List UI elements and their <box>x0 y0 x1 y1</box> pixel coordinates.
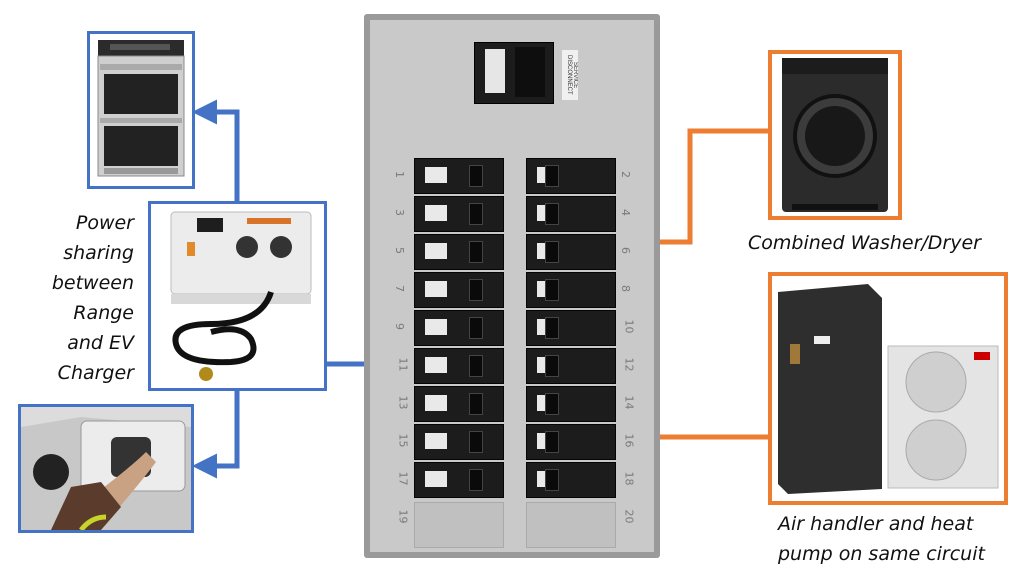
main-disconnect <box>474 42 554 104</box>
circuit-number: 6 <box>619 247 632 254</box>
circuit-breaker <box>526 234 616 270</box>
circuit-breaker <box>526 386 616 422</box>
circuit-number: 19 <box>396 509 410 524</box>
circuit-number: 1 <box>393 171 406 178</box>
ev-charger-icon <box>21 407 191 530</box>
circuit-number: 7 <box>393 285 406 292</box>
washer-dryer-box <box>768 50 902 220</box>
circuit-number: 18 <box>622 471 636 486</box>
blank-slot <box>414 502 504 548</box>
washer-dryer-caption: Combined Washer/Dryer <box>748 232 981 254</box>
caption-line: pump on same circuit <box>778 543 985 565</box>
circuit-breaker <box>414 462 504 498</box>
circuit-number: 5 <box>393 247 406 254</box>
washer-dryer-icon <box>782 58 888 212</box>
circuit-breaker <box>414 158 504 194</box>
circuit-number: 14 <box>622 395 636 410</box>
circuit-number: 15 <box>396 433 410 448</box>
circuit-breaker <box>526 196 616 232</box>
circuit-number: 9 <box>393 323 406 330</box>
circuit-number: 16 <box>622 433 636 448</box>
circuit-breaker <box>526 158 616 194</box>
circuit-breaker <box>414 196 504 232</box>
circuit-number: 13 <box>396 395 410 410</box>
range-box <box>87 31 195 189</box>
heat-pump-caption: Air handler and heat pump on same circui… <box>778 509 1018 569</box>
arrow-to-ev-charger <box>192 390 240 479</box>
circuit-breaker <box>414 272 504 308</box>
circuit-number: 3 <box>393 209 406 216</box>
circuit-breaker <box>414 386 504 422</box>
service-label-text: SERVICE DISCONNECT <box>566 55 578 95</box>
caption-line: between <box>51 272 134 294</box>
circuit-breaker <box>526 348 616 384</box>
caption-line: Range <box>73 302 134 324</box>
heat-pump-box <box>768 272 1008 505</box>
circuit-breaker <box>414 310 504 346</box>
power-sharing-caption: Power sharing between Range and EV Charg… <box>20 208 134 388</box>
heat-pump-icon <box>887 345 999 489</box>
caption-line: sharing <box>63 242 134 264</box>
circuit-breaker <box>414 348 504 384</box>
circuit-number: 20 <box>622 509 636 524</box>
arrow-to-range <box>192 99 240 203</box>
circuit-breaker <box>414 424 504 460</box>
air-handler-icon <box>778 284 882 494</box>
caption-line: and EV <box>67 332 134 354</box>
circuit-number: 4 <box>619 209 632 216</box>
circuit-breaker <box>526 272 616 308</box>
ev-charger-box <box>18 404 194 533</box>
circuit-number: 11 <box>396 357 410 372</box>
circuit-breaker <box>526 424 616 460</box>
circuit-number: 2 <box>619 171 632 178</box>
caption-line: Power <box>75 212 134 234</box>
range-oven-icon <box>97 40 185 177</box>
blank-slot <box>526 502 616 548</box>
circuit-number: 12 <box>622 357 636 372</box>
circuit-number: 10 <box>622 319 636 334</box>
circuit-breaker <box>414 234 504 270</box>
circuit-breaker <box>526 310 616 346</box>
caption-line: Air handler and heat <box>778 513 974 535</box>
circuit-number: 8 <box>619 285 632 292</box>
circuit-number: 17 <box>396 471 410 486</box>
circuit-breaker <box>526 462 616 498</box>
splitvolt-box <box>148 201 327 391</box>
splitvolt-device-icon <box>170 211 312 381</box>
service-disconnect-label: SERVICE DISCONNECT <box>562 50 578 100</box>
caption-line: Charger <box>57 362 134 384</box>
